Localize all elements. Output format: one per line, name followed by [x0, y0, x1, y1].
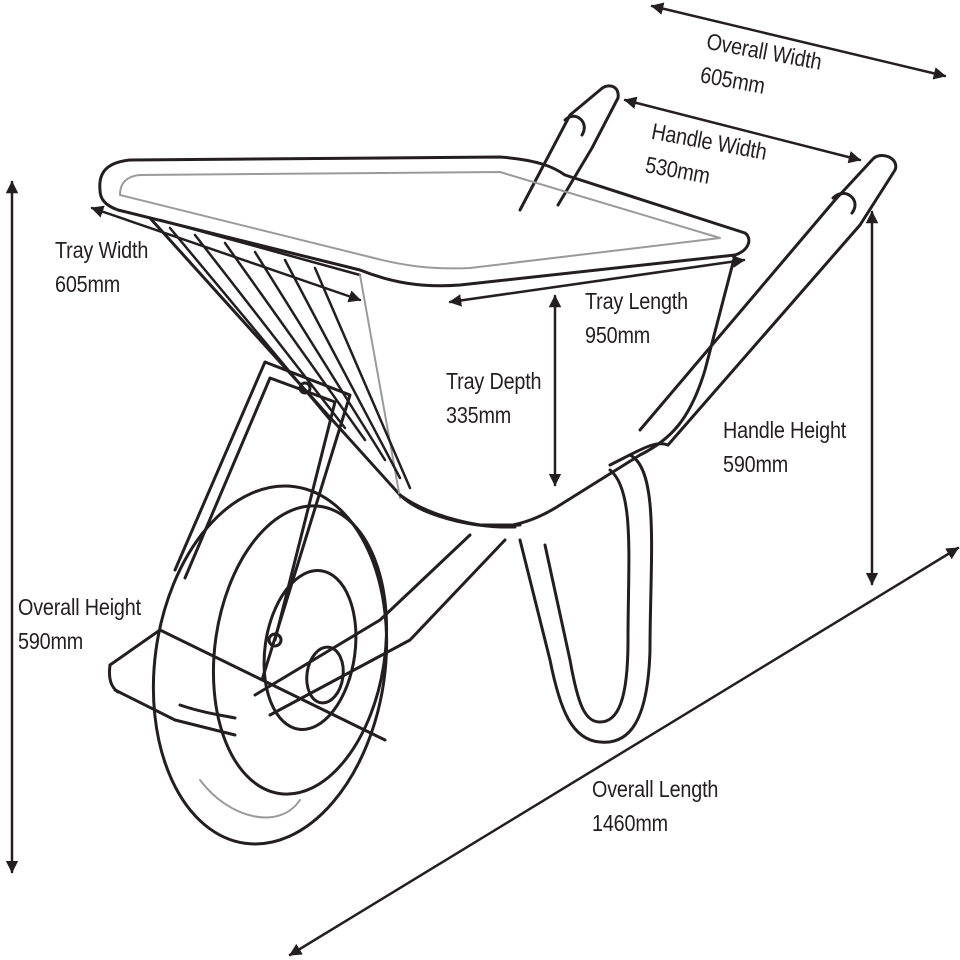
overall-height-title: Overall Height: [18, 594, 141, 620]
tray-width-arrow: [90, 205, 362, 303]
tray-depth-label: Tray Depth 335mm: [446, 364, 542, 432]
wheel-bracket: [173, 360, 352, 682]
overall-height-label: Overall Height 590mm: [18, 590, 141, 658]
dimension-arrows: [5, 2, 960, 957]
overall-length-value: 1460mm: [592, 810, 668, 836]
tray-depth-value: 335mm: [446, 402, 512, 428]
overall-length-arrow: [288, 546, 960, 957]
left-handle: [518, 84, 620, 212]
tray-width-value: 605mm: [55, 271, 121, 297]
tray-width-label: Tray Width 605mm: [55, 233, 148, 301]
overall-width-arrow: [650, 2, 947, 80]
overall-length-title: Overall Length: [592, 776, 719, 802]
handle-width-arrow: [623, 96, 862, 164]
tray-length-title: Tray Length: [585, 288, 688, 314]
handle-height-label: Handle Height 590mm: [723, 413, 846, 481]
tray-width-title: Tray Width: [55, 237, 149, 263]
overall-length-label: Overall Length 1460mm: [592, 772, 718, 840]
tray-depth-title: Tray Depth: [446, 368, 542, 394]
handle-height-title: Handle Height: [723, 417, 847, 443]
handle-height-value: 590mm: [723, 451, 789, 477]
wheel: [151, 484, 389, 846]
front-stand: [108, 628, 387, 742]
right-handle: [608, 154, 898, 467]
tray-length-label: Tray Length 950mm: [585, 284, 688, 352]
overall-height-value: 590mm: [18, 628, 84, 654]
tray-length-value: 950mm: [585, 322, 651, 348]
tray-length-arrow: [448, 255, 746, 307]
